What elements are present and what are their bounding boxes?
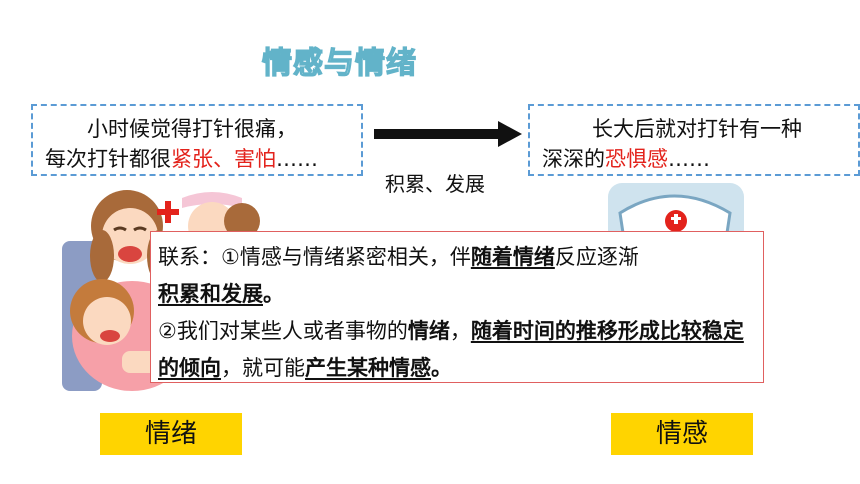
feeling-highlight: 恐惧感 bbox=[605, 147, 668, 171]
connection-point-2: ②我们对某些人或者事物的情绪，随着时间的推移形成比较稳定的倾向，就可能产生某种情… bbox=[158, 319, 744, 380]
connection-point-1: 联系：①情感与情绪紧密相关，伴随着情绪反应逐渐积累和发展。 bbox=[158, 245, 639, 306]
adulthood-line1: 长大后就对打针有一种 bbox=[592, 117, 802, 141]
feeling-label: 情感 bbox=[611, 413, 753, 455]
emotion-label: 情绪 bbox=[100, 413, 242, 455]
adulthood-box: 长大后就对打针有一种 深深的恐惧感…… bbox=[528, 104, 860, 176]
connection-box: 联系：①情感与情绪紧密相关，伴随着情绪反应逐渐积累和发展。 ②我们对某些人或者事… bbox=[150, 231, 764, 383]
arrow-label: 积累、发展 bbox=[385, 172, 485, 196]
arrow-right-icon bbox=[374, 121, 522, 147]
emotion-highlight: 紧张、害怕 bbox=[171, 147, 276, 171]
page-title: 情感与情绪 bbox=[261, 45, 417, 81]
childhood-box: 小时候觉得打针很痛， 每次打针都很紧张、害怕…… bbox=[31, 104, 363, 176]
childhood-line1: 小时候觉得打针很痛， bbox=[87, 117, 297, 141]
